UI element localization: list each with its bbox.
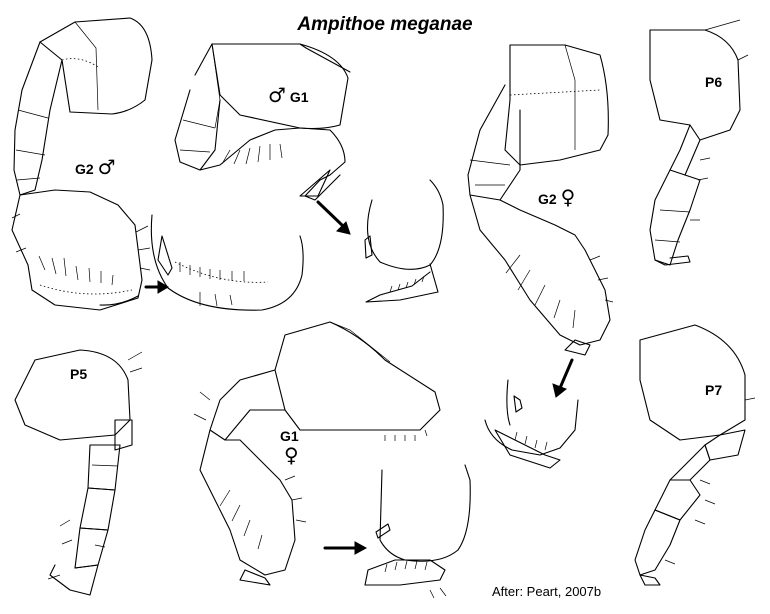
g2-female-detail — [484, 379, 579, 469]
label-g2-male: G2 ♂ — [75, 155, 116, 179]
label-g1-male: ♂ G1 — [268, 83, 309, 107]
arrow-g2-female-detail — [552, 358, 574, 398]
g2-male-detail — [150, 214, 304, 311]
p7-appendage — [634, 324, 756, 586]
label-g1-female-text: G1 — [280, 428, 299, 444]
g1-male-appendage — [174, 43, 351, 201]
male-symbol: ♂ — [268, 83, 286, 107]
p5-appendage — [14, 349, 143, 596]
label-p6: P6 — [705, 74, 723, 90]
label-g2-male-text: G2 — [75, 161, 94, 177]
female-symbol-g1: ♀ — [284, 443, 299, 467]
g2-male-appendage — [11, 17, 153, 311]
label-p7: P7 — [705, 382, 723, 398]
label-g1-female: G1 — [280, 428, 299, 444]
g1-female-detail — [364, 464, 471, 599]
label-p5: P5 — [70, 366, 88, 382]
g1-male-detail — [364, 179, 444, 303]
arrow-g1-male-detail — [316, 200, 351, 235]
male-symbol: ♂ — [97, 155, 116, 179]
figure-title: Ampithoe meganae — [297, 14, 473, 35]
p6-appendage — [649, 19, 749, 266]
arrow-g1-female-detail — [323, 541, 368, 555]
label-g2-female-text: G2 — [538, 191, 557, 207]
arrow-g2-male-detail — [144, 280, 169, 294]
female-symbol: ♀ — [560, 185, 576, 209]
label-g2-female: G2 ♀ — [538, 185, 575, 209]
g1-female-appendage — [193, 321, 441, 586]
g2-female-appendage — [467, 44, 614, 356]
figure-credit: After: Peart, 2007b — [492, 584, 602, 599]
label-g1-male-text: G1 — [289, 89, 309, 105]
